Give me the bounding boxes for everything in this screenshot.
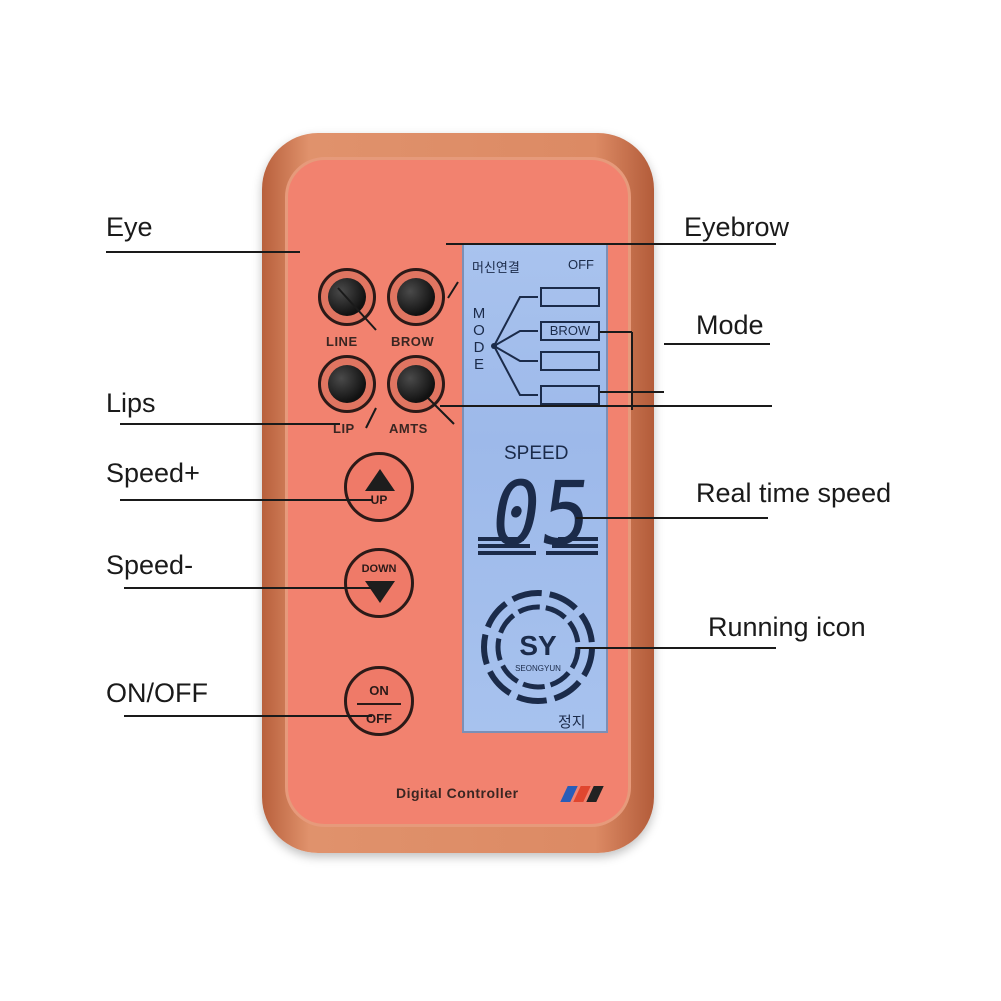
callout-real-time-speed: Real time speed (696, 478, 892, 508)
arrow-down-icon (365, 581, 395, 603)
mode-letter: O (473, 322, 485, 339)
speed-bar (558, 537, 598, 541)
mode-branch-3 (493, 345, 538, 362)
mode-slot-selected: BROW (540, 321, 600, 341)
mode-letter: M (472, 305, 486, 322)
line-button-label: LINE (326, 334, 358, 349)
callout-eyebrow: Eyebrow (684, 212, 790, 242)
speed-bar (478, 537, 524, 541)
amts-button-cap (397, 365, 435, 403)
brand-stripes (560, 786, 606, 802)
brow-button[interactable] (387, 268, 445, 326)
speed-down-button[interactable]: DOWN (344, 548, 414, 618)
device-footer-label: Digital Controller (396, 785, 519, 801)
callout-lips: Lips (106, 388, 156, 418)
callout-running-icon: Running icon (708, 612, 866, 642)
line-button[interactable] (318, 268, 376, 326)
mode-slot-1 (540, 287, 600, 307)
lcd-stop-text: 정지 (558, 714, 586, 731)
lcd-connection-text: 머신연결 (472, 260, 520, 275)
mode-branch-2 (493, 330, 538, 347)
lcd-speed-bars (478, 537, 598, 557)
power-off-label: OFF (366, 711, 392, 726)
callout-mode: Mode (696, 310, 764, 340)
power-button[interactable]: ON OFF (344, 666, 414, 736)
lcd-mode-label: M O D E (472, 305, 486, 373)
power-divider (357, 703, 401, 705)
power-on-label: ON (369, 683, 389, 698)
brow-button-label: BROW (391, 334, 435, 349)
speed-up-label: UP (370, 493, 388, 507)
mode-letter: D (473, 339, 485, 356)
amts-button-label: AMTS (389, 421, 428, 436)
running-brand: SEONGYUN (515, 664, 561, 673)
speed-bar (546, 551, 598, 555)
brow-button-cap (397, 278, 435, 316)
mode-selector-tree (491, 296, 538, 396)
mode-slot-4 (540, 385, 600, 405)
callout-speed-plus: Speed+ (106, 458, 200, 488)
lcd-display: 머신연결 OFF M O D E BROW SPEED 05 SY SEONGY… (462, 243, 608, 733)
speed-bar (552, 544, 598, 548)
lip-button-label: LIP (333, 421, 355, 436)
arrow-up-icon (365, 469, 395, 491)
callout-on-off: ON/OFF (106, 678, 208, 708)
running-logo: SY (519, 630, 557, 661)
lip-button[interactable] (318, 355, 376, 413)
speed-bar (478, 551, 536, 555)
speed-down-label: DOWN (361, 563, 397, 575)
mode-letter: E (473, 356, 484, 373)
mode-branch-1 (493, 296, 538, 347)
speed-bar (478, 544, 530, 548)
lip-button-cap (328, 365, 366, 403)
mode-branch-4 (493, 345, 538, 396)
speed-up-button[interactable]: UP (344, 452, 414, 522)
mode-slot-3 (540, 351, 600, 371)
lcd-speed-label: SPEED (504, 443, 569, 464)
callout-eye: Eye (106, 212, 153, 242)
line-button-cap (328, 278, 366, 316)
callout-speed-minus: Speed- (106, 550, 194, 580)
amts-button[interactable] (387, 355, 445, 413)
running-icon: SY SEONGYUN (481, 590, 595, 704)
lcd-status-text: OFF (568, 257, 594, 272)
